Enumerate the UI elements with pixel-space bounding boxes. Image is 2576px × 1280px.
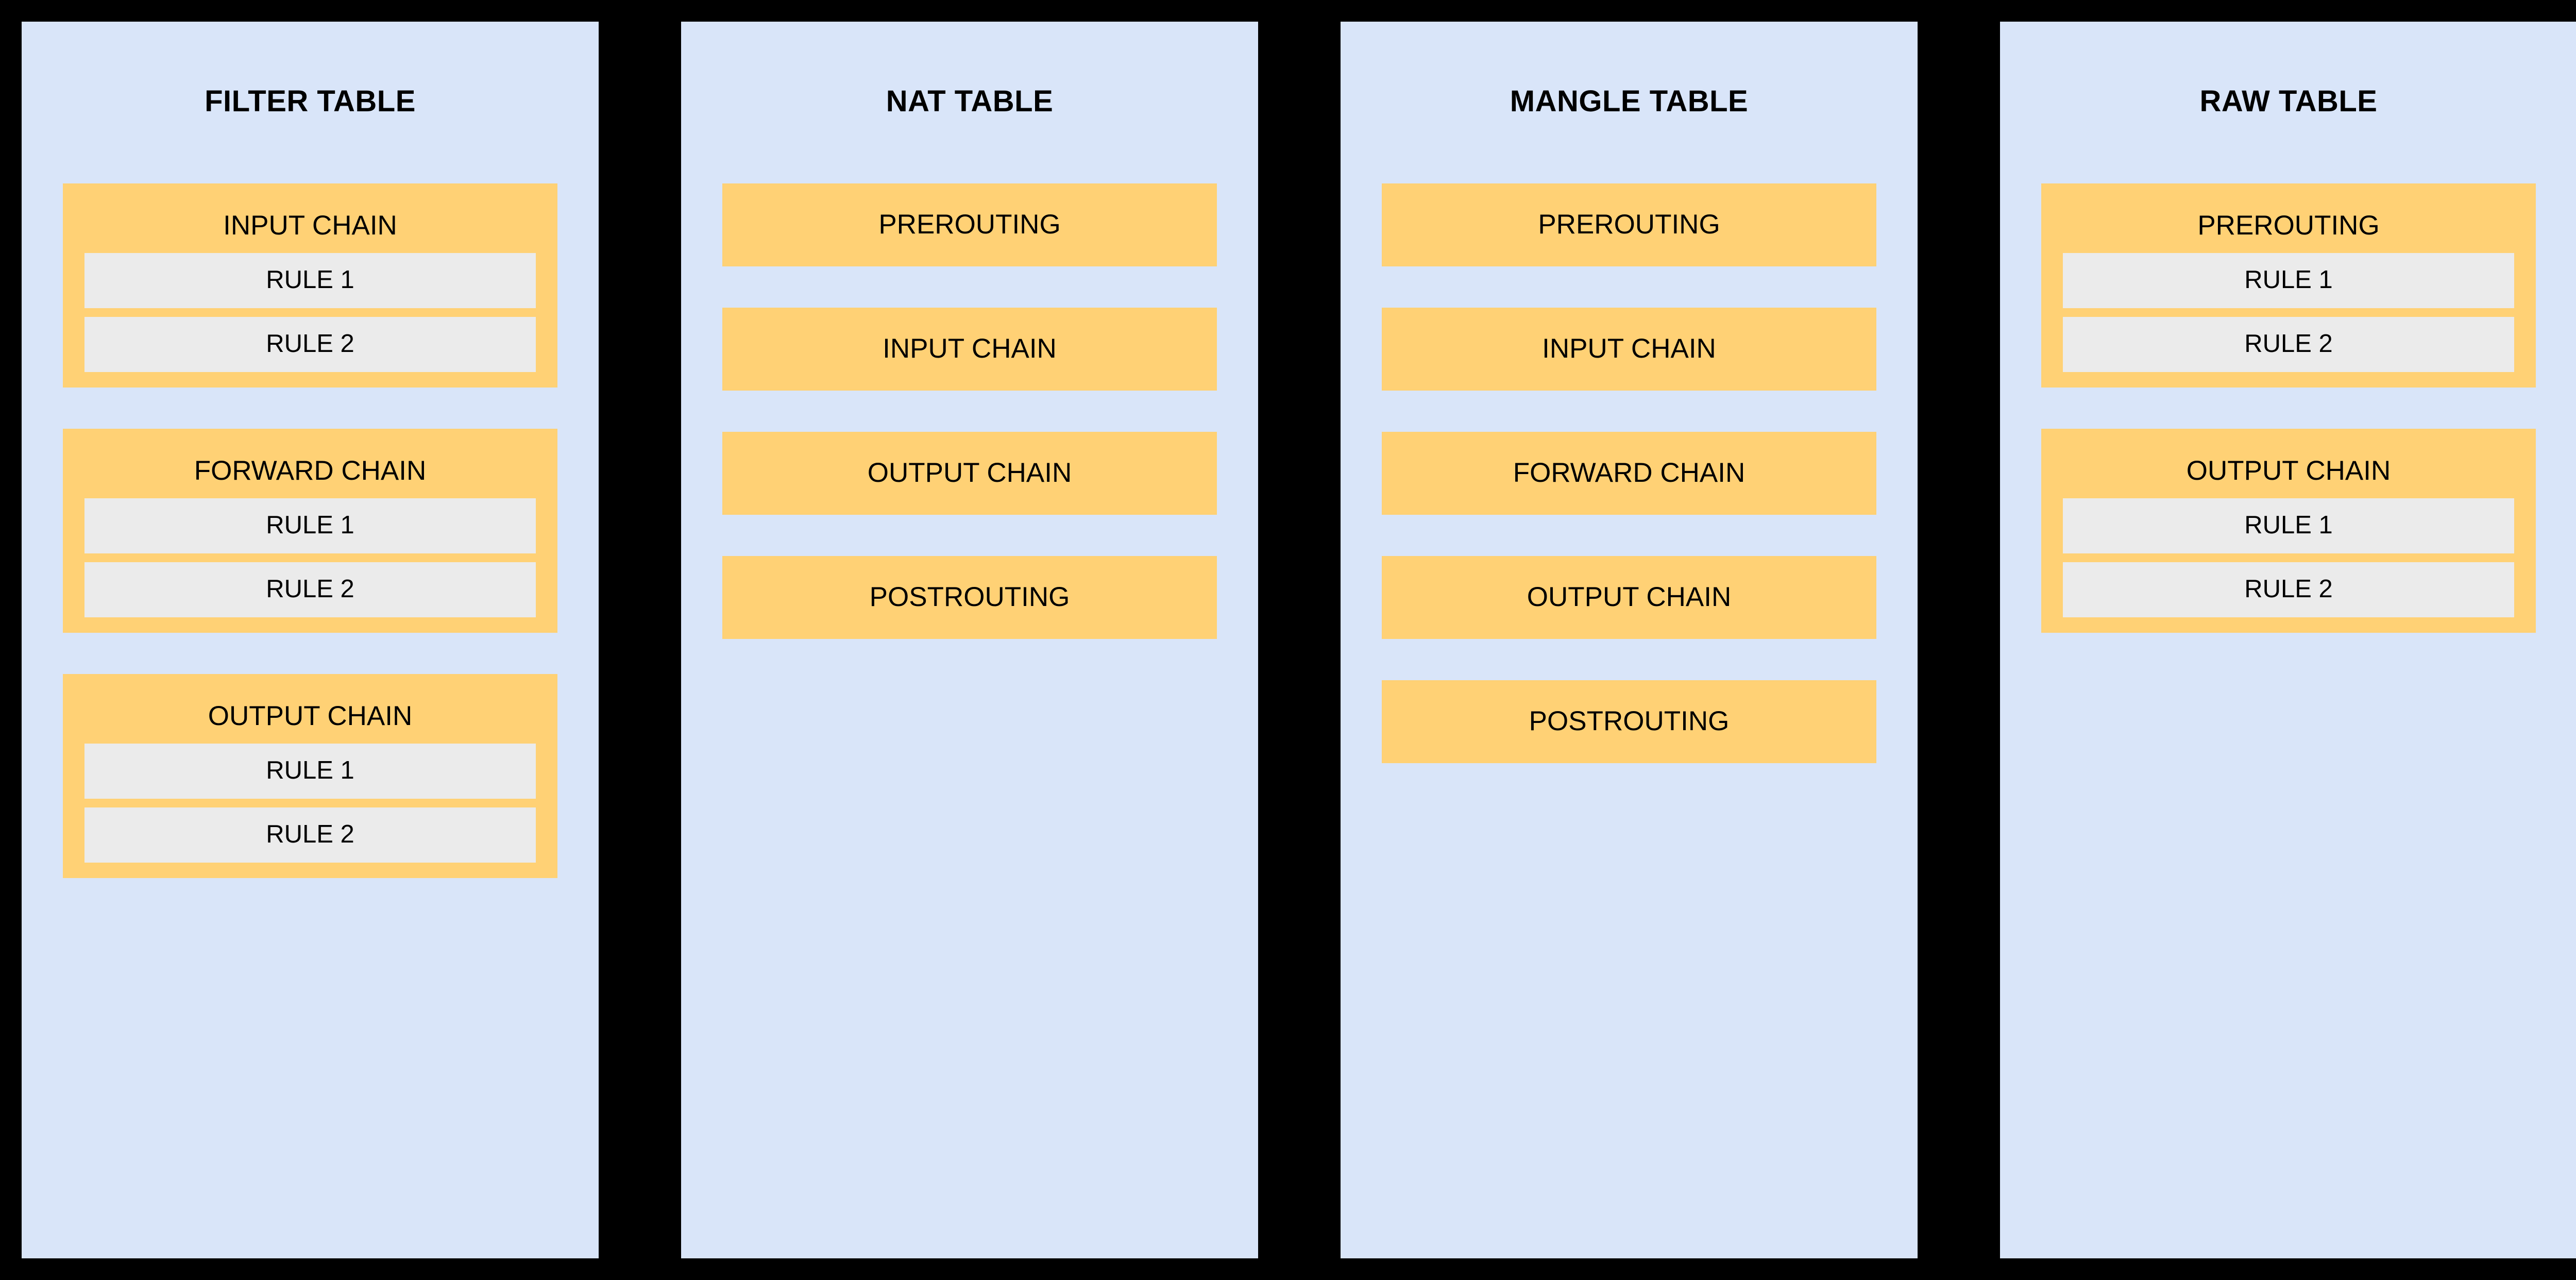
rule-box[interactable]: RULE 2 xyxy=(2063,317,2514,373)
chain-label: FORWARD CHAIN xyxy=(1513,458,1745,489)
rule-box[interactable]: RULE 1 xyxy=(84,253,536,309)
chain-box-raw-output[interactable]: OUTPUT CHAIN RULE 1 RULE 2 xyxy=(2041,429,2536,633)
table-title-nat: NAT TABLE xyxy=(886,85,1054,119)
rule-box[interactable]: RULE 2 xyxy=(84,562,536,618)
table-panel-raw: RAW TABLE PREROUTING RULE 1 RULE 2 OUTPU… xyxy=(2000,22,2576,1258)
table-title-filter: FILTER TABLE xyxy=(205,85,416,119)
rule-box[interactable]: RULE 1 xyxy=(2063,498,2514,554)
chain-box-filter-output[interactable]: OUTPUT CHAIN RULE 1 RULE 2 xyxy=(63,674,557,879)
chain-box-mangle-postrouting[interactable]: POSTROUTING xyxy=(1382,680,1876,764)
chain-box-raw-prerouting[interactable]: PREROUTING RULE 1 RULE 2 xyxy=(2041,183,2536,388)
chain-box-mangle-prerouting[interactable]: PREROUTING xyxy=(1382,183,1876,267)
rule-box[interactable]: RULE 1 xyxy=(84,744,536,799)
chain-label: OUTPUT CHAIN xyxy=(867,458,1072,489)
chain-box-mangle-input[interactable]: INPUT CHAIN xyxy=(1382,308,1876,391)
table-panel-filter: FILTER TABLE INPUT CHAIN RULE 1 RULE 2 F… xyxy=(22,22,599,1258)
rule-box[interactable]: RULE 2 xyxy=(84,317,536,373)
chain-box-nat-input[interactable]: INPUT CHAIN xyxy=(722,308,1217,391)
chain-label: OUTPUT CHAIN xyxy=(208,701,413,732)
chain-box-filter-input[interactable]: INPUT CHAIN RULE 1 RULE 2 xyxy=(63,183,557,388)
chain-label: OUTPUT CHAIN xyxy=(2186,456,2391,486)
chain-box-nat-prerouting[interactable]: PREROUTING xyxy=(722,183,1217,267)
chain-list-filter: INPUT CHAIN RULE 1 RULE 2 FORWARD CHAIN … xyxy=(63,183,557,919)
rule-box[interactable]: RULE 2 xyxy=(2063,562,2514,618)
chain-label: INPUT CHAIN xyxy=(883,333,1057,364)
chain-label: OUTPUT CHAIN xyxy=(1527,582,1732,613)
chain-label: PREROUTING xyxy=(878,209,1061,240)
chain-label: POSTROUTING xyxy=(1529,706,1730,737)
chain-box-nat-postrouting[interactable]: POSTROUTING xyxy=(722,556,1217,639)
table-title-raw: RAW TABLE xyxy=(2199,85,2378,119)
chain-list-mangle: PREROUTING INPUT CHAIN FORWARD CHAIN OUT… xyxy=(1382,183,1876,804)
table-panel-mangle: MANGLE TABLE PREROUTING INPUT CHAIN FORW… xyxy=(1341,22,1918,1258)
chain-box-mangle-output[interactable]: OUTPUT CHAIN xyxy=(1382,556,1876,639)
table-panel-nat: NAT TABLE PREROUTING INPUT CHAIN OUTPUT … xyxy=(681,22,1258,1258)
chain-label: PREROUTING xyxy=(1538,209,1720,240)
chain-label: POSTROUTING xyxy=(869,582,1070,613)
chain-label: FORWARD CHAIN xyxy=(194,456,427,486)
rule-box[interactable]: RULE 1 xyxy=(84,498,536,554)
chain-list-raw: PREROUTING RULE 1 RULE 2 OUTPUT CHAIN RU… xyxy=(2041,183,2536,674)
rule-box[interactable]: RULE 2 xyxy=(84,807,536,863)
chain-label: INPUT CHAIN xyxy=(1542,333,1716,364)
chain-box-filter-forward[interactable]: FORWARD CHAIN RULE 1 RULE 2 xyxy=(63,429,557,633)
chain-box-mangle-forward[interactable]: FORWARD CHAIN xyxy=(1382,432,1876,515)
chain-label: INPUT CHAIN xyxy=(223,210,397,241)
rule-box[interactable]: RULE 1 xyxy=(2063,253,2514,309)
table-title-mangle: MANGLE TABLE xyxy=(1510,85,1749,119)
chain-box-nat-output[interactable]: OUTPUT CHAIN xyxy=(722,432,1217,515)
chain-list-nat: PREROUTING INPUT CHAIN OUTPUT CHAIN POST… xyxy=(722,183,1217,680)
chain-label: PREROUTING xyxy=(2197,210,2380,241)
